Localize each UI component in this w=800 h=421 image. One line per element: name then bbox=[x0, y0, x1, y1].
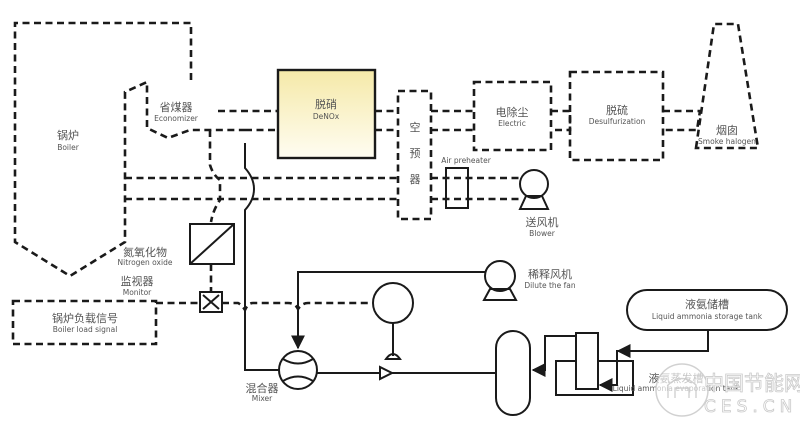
flow-controller bbox=[372, 282, 414, 324]
mixer-curve-top bbox=[282, 358, 314, 365]
ammonia-buffer-tank bbox=[495, 330, 531, 416]
boiler-outline bbox=[13, 21, 245, 278]
mixer-label-cn: 混合器 bbox=[246, 381, 279, 395]
control-valve bbox=[379, 365, 395, 381]
dilute-fan-label-en: Dilute the fan bbox=[524, 281, 576, 290]
blower-label-en: Blower bbox=[529, 229, 556, 238]
blower-base bbox=[518, 195, 550, 210]
evaporator-to-buffer-line bbox=[531, 335, 576, 377]
watermark-cn: 中国节能网 bbox=[704, 371, 800, 395]
denox-reactor bbox=[276, 68, 377, 160]
air-preheater-char-3: 器 bbox=[410, 173, 421, 186]
desulfurization-label-cn: 脱硫 bbox=[606, 103, 628, 117]
boiler-load-label-cn: 锅炉负载信号 bbox=[52, 311, 118, 325]
air-preheater-label-en: Air preheater bbox=[441, 156, 491, 165]
monitor-label-en: Monitor bbox=[123, 288, 152, 297]
electric-label-cn: 电除尘 bbox=[496, 105, 529, 119]
dilute-fan bbox=[484, 260, 516, 292]
mixer-curve-bottom bbox=[282, 375, 314, 382]
duct-fgd-to-chimney bbox=[663, 109, 702, 132]
boiler-label-en: Boiler bbox=[57, 143, 80, 152]
mixer bbox=[278, 350, 318, 390]
denox-label-cn: 脱硝 bbox=[315, 97, 337, 111]
liquid-ammonia-storage-tank bbox=[626, 289, 788, 331]
electric-precipitator bbox=[472, 80, 553, 152]
monitor-label-cn: 监视器 bbox=[121, 274, 154, 288]
ammonia-injection-line bbox=[244, 143, 280, 371]
watermark-logo-icon bbox=[655, 363, 709, 417]
nitrogen-oxide-label-cn: 氮氧化物 bbox=[123, 245, 167, 259]
control-valve-actuator bbox=[384, 353, 402, 360]
air-preheater-coil bbox=[445, 167, 469, 209]
blower bbox=[519, 169, 549, 199]
boiler-label-cn: 锅炉 bbox=[57, 129, 79, 142]
nox-sample-line bbox=[208, 130, 222, 223]
electric-label-en: Electric bbox=[498, 119, 526, 128]
dilute-fan-base bbox=[482, 288, 518, 301]
economizer-label-cn: 省煤器 bbox=[160, 101, 193, 114]
desulfurization-label-en: Desulfurization bbox=[589, 117, 646, 126]
air-preheater-char-1: 空 bbox=[410, 120, 421, 134]
air-preheater bbox=[396, 89, 433, 221]
mixer-label-en: Mixer bbox=[252, 394, 273, 403]
analyzer-diagonal bbox=[189, 223, 235, 265]
chimney-label-cn: 烟囱 bbox=[716, 123, 738, 137]
desulfurization-unit bbox=[568, 70, 665, 162]
chimney bbox=[694, 22, 760, 150]
boiler-load-label-en: Boiler load signal bbox=[53, 325, 118, 334]
watermark: 中国节能网 CES.CN bbox=[655, 363, 800, 417]
economizer-label-en: Economizer bbox=[154, 114, 199, 123]
evaporation-tank-column bbox=[575, 332, 599, 390]
chimney-label-en: Smoke halogen bbox=[698, 137, 756, 146]
duct-electric-to-fgd bbox=[551, 109, 572, 132]
monitor-x-icon bbox=[202, 294, 220, 310]
storage-tank-label-cn: 液氨储槽 bbox=[685, 297, 729, 311]
nitrogen-oxide-label-en: Nitrogen oxide bbox=[118, 258, 173, 267]
blower-label-cn: 送风机 bbox=[526, 215, 559, 229]
dilution-air-line bbox=[291, 271, 485, 350]
denox-label-en: DeNOx bbox=[313, 112, 340, 121]
storage-tank-label-en: Liquid ammonia storage tank bbox=[652, 312, 763, 321]
watermark-logo-mark bbox=[667, 377, 697, 398]
air-preheater-char-2: 预 bbox=[410, 147, 421, 160]
dilute-fan-label-cn: 稀释风机 bbox=[528, 267, 572, 281]
watermark-en: CES.CN bbox=[704, 397, 797, 417]
boiler-load-signal-box bbox=[11, 299, 158, 346]
